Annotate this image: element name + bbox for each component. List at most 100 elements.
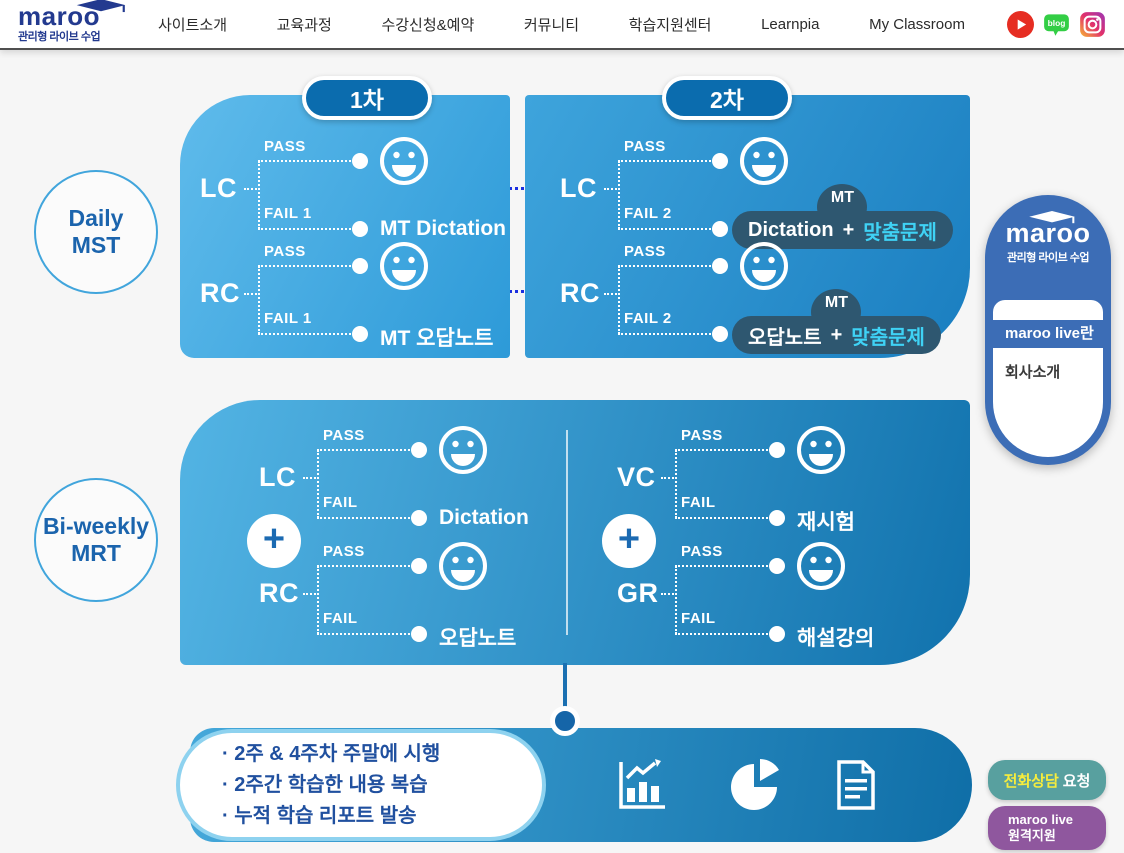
label-dash-line	[604, 293, 617, 295]
fail-line	[317, 517, 410, 519]
youtube-icon[interactable]	[1007, 10, 1034, 38]
pass-line	[258, 265, 351, 267]
side-widget-logo-text: maroo	[1005, 211, 1090, 248]
lc-label: LC	[200, 173, 237, 203]
summary-capsule: 2주 & 4주차 주말에 시행 2주간 학습한 내용 복습 누적 학습 리포트 …	[176, 729, 546, 841]
svg-text:blog: blog	[1048, 18, 1066, 28]
smiley-icon	[437, 424, 489, 476]
naver-blog-icon[interactable]: blog	[1043, 11, 1070, 38]
label-dash-line	[244, 188, 257, 190]
label-dash-line	[303, 477, 316, 479]
pass-label: PASS	[264, 138, 306, 155]
connector-line	[508, 290, 538, 293]
pass-dot	[712, 153, 728, 169]
fail-result: Dictation	[439, 506, 529, 529]
branch-vertical-line	[317, 450, 319, 518]
biweekly-gr-group: GR PASS FAIL 해설강의	[617, 540, 937, 652]
pill-main-text: Dictation	[748, 218, 834, 241]
daily-mst-title-circle: Daily MST	[34, 170, 158, 294]
fail-label: FAIL	[681, 610, 716, 627]
nav-item-curriculum[interactable]: 교육과정	[276, 16, 332, 34]
side-widget-logo-subtitle: 관리형 라이브 수업	[1006, 252, 1090, 264]
pass-dot	[769, 558, 785, 574]
pass-label: PASS	[681, 543, 723, 560]
maroo-logo-subtitle: 관리형 라이브 수업	[18, 30, 101, 43]
nav-item-site-intro[interactable]: 사이트소개	[158, 16, 228, 34]
fail-label: FAIL	[323, 610, 358, 627]
round1-badge: 1차	[302, 76, 432, 120]
nav-menu: 사이트소개 교육과정 수강신청&예약 커뮤니티 학습지원센터 Learnpia …	[158, 14, 965, 35]
fail-result-pill: MT 오답노트 + 맞춤문제	[732, 289, 941, 354]
label-dash-line	[303, 593, 316, 595]
maroo-logo[interactable]: maroo 관리형 라이브 수업	[18, 0, 134, 44]
round2-lc-group: LC PASS FAIL 2 MT Dictation + 맞춤문제	[560, 135, 953, 249]
nav-item-support-center[interactable]: 학습지원센터	[628, 16, 712, 34]
fail-dot	[352, 221, 368, 237]
nav-item-learnpia[interactable]: Learnpia	[761, 15, 820, 33]
instagram-icon[interactable]	[1079, 11, 1106, 38]
pie-chart-icon	[731, 759, 779, 810]
fail-result: MT 오답노트	[380, 327, 494, 350]
remote-support-button[interactable]: maroo live 원격지원	[988, 806, 1106, 850]
fail-dot	[769, 626, 785, 642]
pass-line	[675, 449, 768, 451]
menu-item-maroo-live[interactable]: maroo live란	[993, 320, 1103, 348]
fail-dot	[712, 221, 728, 237]
bar-chart-icon	[619, 759, 665, 809]
nav-item-community[interactable]: 커뮤니티	[523, 16, 580, 34]
fail-result: MT Dictation	[380, 217, 506, 240]
nav-item-my-classroom[interactable]: My Classroom	[869, 15, 965, 33]
biweekly-panel: + + LC PASS FAIL Dictation RC PASS FAIL …	[180, 400, 970, 665]
smiley-icon	[795, 540, 847, 592]
side-widget-menu: maroo live란 회사소개	[993, 300, 1103, 457]
pass-label: PASS	[624, 138, 666, 155]
label-dash-line	[244, 293, 257, 295]
pass-dot	[411, 442, 427, 458]
pass-label: PASS	[681, 427, 723, 444]
pass-dot	[712, 258, 728, 274]
biweekly-mrt-line1: Bi-weekly	[42, 513, 150, 539]
side-widget-logo: maroo 관리형 라이브 수업	[985, 211, 1111, 265]
graduation-cap-icon	[76, 0, 126, 12]
fail-result: 재시험	[797, 511, 855, 534]
branch-vertical-line	[618, 266, 620, 334]
pass-line	[258, 160, 351, 162]
fail-label: FAIL 2	[624, 205, 672, 222]
fail-dot	[411, 626, 427, 642]
pass-label: PASS	[323, 543, 365, 560]
summary-bullet: 2주간 학습한 내용 복습	[222, 770, 542, 801]
phone-consult-rest: 요청	[1062, 772, 1091, 790]
round1-panel: LC PASS FAIL 1 MT Dictation RC PASS FAIL…	[180, 95, 510, 358]
pass-dot	[769, 442, 785, 458]
pass-dot	[352, 258, 368, 274]
fail-line	[258, 228, 351, 230]
plus-icon: +	[602, 514, 656, 568]
remote-support-line1: maroo live	[1008, 812, 1074, 827]
branch-vertical-line	[258, 266, 260, 334]
fail-result: 오답노트	[439, 627, 517, 650]
fail-label: FAIL 1	[264, 205, 312, 222]
pass-line	[317, 449, 410, 451]
pill-plus-sign: +	[830, 323, 843, 346]
round1-lc-group: LC PASS FAIL 1 MT Dictation	[200, 135, 520, 247]
biweekly-mrt-title-circle: Bi-weekly MRT	[34, 478, 158, 602]
summary-bullet: 2주 & 4주차 주말에 시행	[222, 739, 542, 770]
biweekly-vc-group: VC PASS FAIL 재시험	[617, 424, 937, 536]
graduation-cap-icon	[1028, 211, 1075, 224]
pass-label: PASS	[624, 243, 666, 260]
summary-connector-line	[563, 663, 567, 712]
nav-item-enrollment[interactable]: 수강신청&예약	[381, 16, 475, 34]
branch-vertical-line	[317, 566, 319, 634]
round2-panel: LC PASS FAIL 2 MT Dictation + 맞춤문제 RC PA…	[525, 95, 970, 358]
pass-line	[618, 160, 711, 162]
fail-label: FAIL	[681, 494, 716, 511]
phone-consult-button[interactable]: 전화상담 요청	[988, 760, 1106, 800]
summary-bullet: 누적 학습 리포트 발송	[222, 801, 542, 832]
smiley-icon	[738, 240, 790, 292]
pill-main-text: 오답노트	[748, 326, 822, 349]
round2-badge: 2차	[662, 76, 792, 120]
smiley-icon	[738, 135, 790, 187]
menu-item-company-intro[interactable]: 회사소개	[1005, 364, 1061, 381]
social-links: blog	[1007, 10, 1106, 38]
rc-label: RC	[259, 578, 299, 608]
